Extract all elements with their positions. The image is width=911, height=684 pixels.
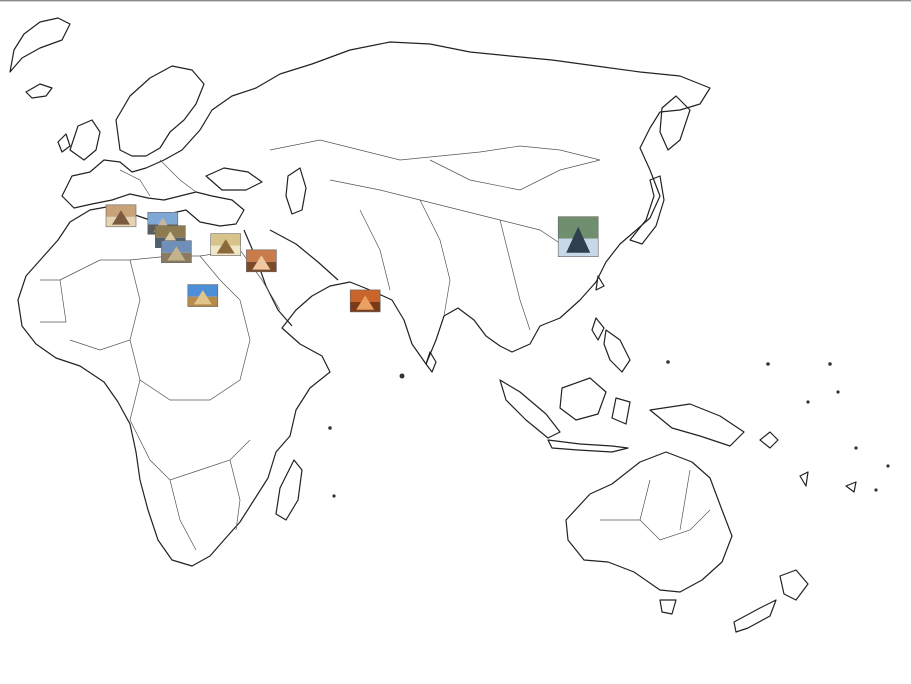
ziggurat-photo[interactable] [246,249,277,273]
coastlines [9,17,857,633]
pyramid-photo[interactable] [187,284,219,307]
landmark-markers [105,204,599,313]
island-dots [328,360,890,498]
citadel-photo[interactable] [210,233,241,256]
top-border [0,0,911,1]
ruins-photo[interactable] [161,240,192,263]
country-borders [40,139,711,551]
temple-of-heaven-photo[interactable] [557,216,599,257]
stupa-photo[interactable] [349,289,381,313]
colosseum-photo[interactable] [105,204,137,228]
